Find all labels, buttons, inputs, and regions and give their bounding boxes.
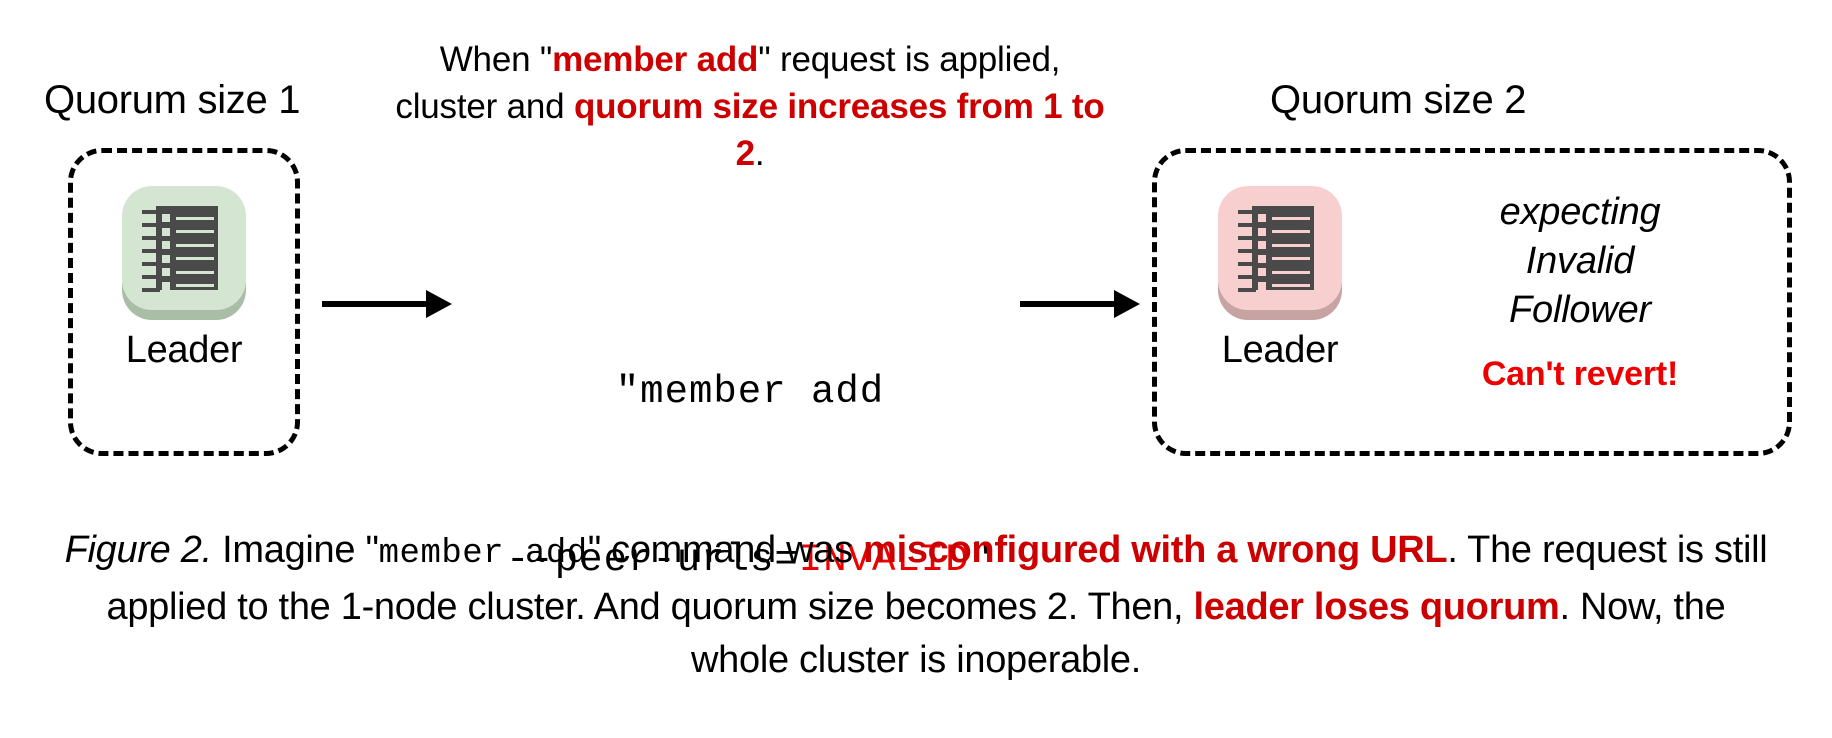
node-label-right: Leader xyxy=(1221,329,1339,371)
cluster-boundary-right xyxy=(1152,148,1792,456)
caption-highlight-loses-quorum: leader loses quorum xyxy=(1193,586,1560,628)
icon-spiral-binding xyxy=(1238,210,1256,292)
caption-figure-number: Figure 2. xyxy=(64,529,213,571)
command-quote-close: " xyxy=(969,538,995,582)
node-notebook-icon xyxy=(1214,182,1346,320)
quorum-size-label-left: Quorum size 1 xyxy=(44,78,301,122)
cluster-boundary-left xyxy=(68,148,300,456)
status-line-invalid: Invalid xyxy=(1525,240,1635,282)
status-line-expecting: expecting xyxy=(1499,191,1661,233)
command-text: "member add --peer-urls=INVALID" xyxy=(480,252,1020,700)
caption-highlight-misconfigured: misconfigured with a wrong URL xyxy=(863,529,1448,571)
top-annotation: When "member add" request is applied, cl… xyxy=(390,36,1110,177)
status-line-follower: Follower xyxy=(1509,289,1651,331)
icon-spiral-binding xyxy=(142,210,160,292)
node-left: Leader xyxy=(104,182,264,372)
cant-revert-warning: Can't revert! xyxy=(1481,355,1679,393)
caption-seg-3: " command was xyxy=(587,529,864,571)
caption-seg-5: . The request is still applied to the 1-… xyxy=(106,529,1768,628)
caption-seg-7: . Now, the whole cluster is inoperable. xyxy=(691,586,1726,681)
top-annotation-seg-2: " request is applied, cluster and xyxy=(395,40,1061,126)
node-notebook-icon xyxy=(118,182,250,320)
top-annotation-seg-0: When " xyxy=(439,40,553,79)
command-line-2: --peer-urls=INVALID" xyxy=(480,532,1020,588)
command-invalid-value: INVALID xyxy=(798,538,970,582)
quorum-size-label-right: Quorum size 2 xyxy=(1270,78,1527,122)
caption-command-mono: member add xyxy=(378,535,588,573)
icon-notebook-rows xyxy=(1258,214,1310,295)
command-flag: --peer-urls= xyxy=(505,538,799,582)
node-label-left: Leader xyxy=(125,329,243,371)
top-annotation-seg-1: member add xyxy=(552,40,759,79)
node-right: Leader xyxy=(1200,182,1360,372)
caption-seg-1: Imagine " xyxy=(211,529,379,571)
command-line-1: "member add xyxy=(615,370,885,414)
top-annotation-seg-3: quorum size increases from 1 to 2 xyxy=(573,87,1105,173)
follower-status-block: expecting Invalid Follower Can't revert! xyxy=(1390,188,1770,394)
figure-caption: Figure 2. Imagine "member add" command w… xyxy=(60,524,1772,687)
icon-notebook-rows xyxy=(162,214,214,295)
top-annotation-seg-4: . xyxy=(754,134,765,173)
